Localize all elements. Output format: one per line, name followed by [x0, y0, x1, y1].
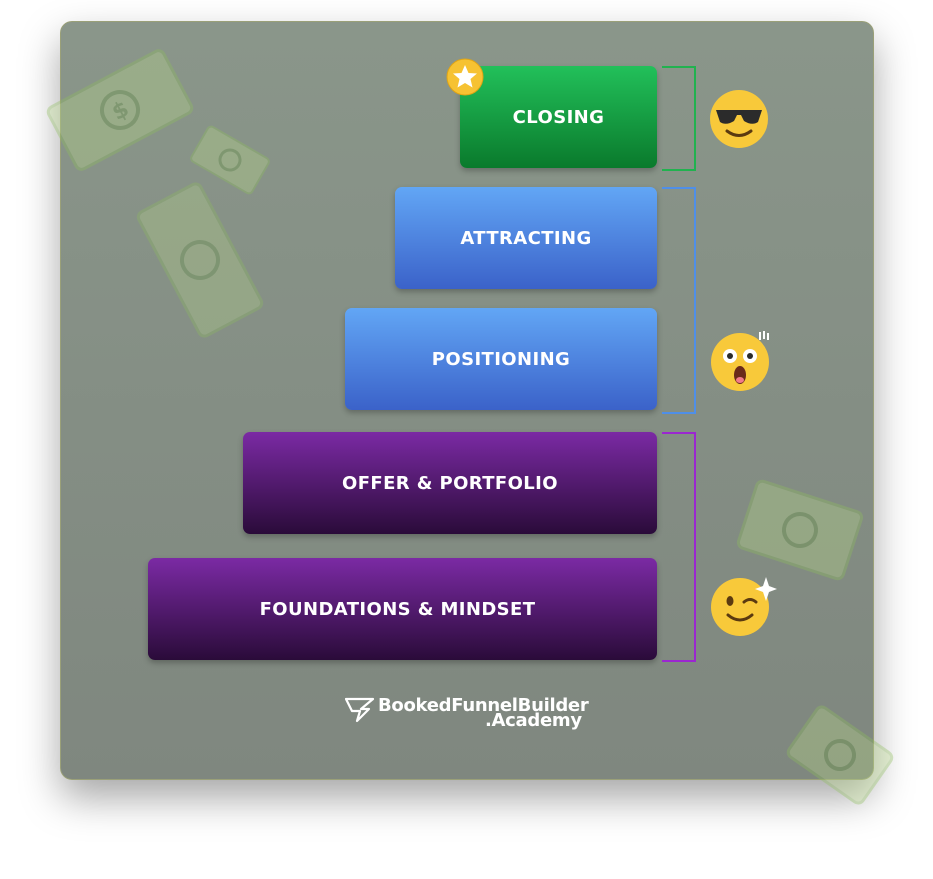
- surprised-face-icon: [711, 331, 769, 391]
- step-attracting: ATTRACTING: [395, 187, 657, 289]
- step-foundations-mindset: FOUNDATIONS & MINDSET: [148, 558, 657, 660]
- star-icon: [446, 58, 484, 96]
- step-label: OFFER & PORTFOLIO: [342, 472, 558, 494]
- money-bill-decoration: [786, 705, 894, 805]
- money-bill-decoration: [736, 479, 864, 581]
- step-offer-portfolio: OFFER & PORTFOLIO: [243, 432, 657, 534]
- step-label: FOUNDATIONS & MINDSET: [259, 598, 536, 620]
- step-label: POSITIONING: [431, 348, 571, 370]
- winking-face-icon: [711, 577, 777, 636]
- logo-icon: [345, 697, 375, 723]
- step-label: ATTRACTING: [460, 227, 592, 249]
- brand-name: BookedFunnelBuilder: [378, 695, 589, 716]
- step-positioning: POSITIONING: [345, 308, 657, 410]
- money-bill-decoration: $: [46, 49, 194, 171]
- bracket-purple: [662, 432, 696, 662]
- sunglasses-face-icon: [710, 90, 768, 148]
- step-label: CLOSING: [512, 106, 605, 128]
- money-bill-decoration: [190, 125, 270, 195]
- bracket-green: [662, 66, 696, 171]
- money-bill-decoration: [136, 182, 264, 338]
- bracket-blue: [662, 187, 696, 414]
- brand-suffix: .Academy: [485, 710, 582, 731]
- step-closing: CLOSING: [460, 66, 657, 168]
